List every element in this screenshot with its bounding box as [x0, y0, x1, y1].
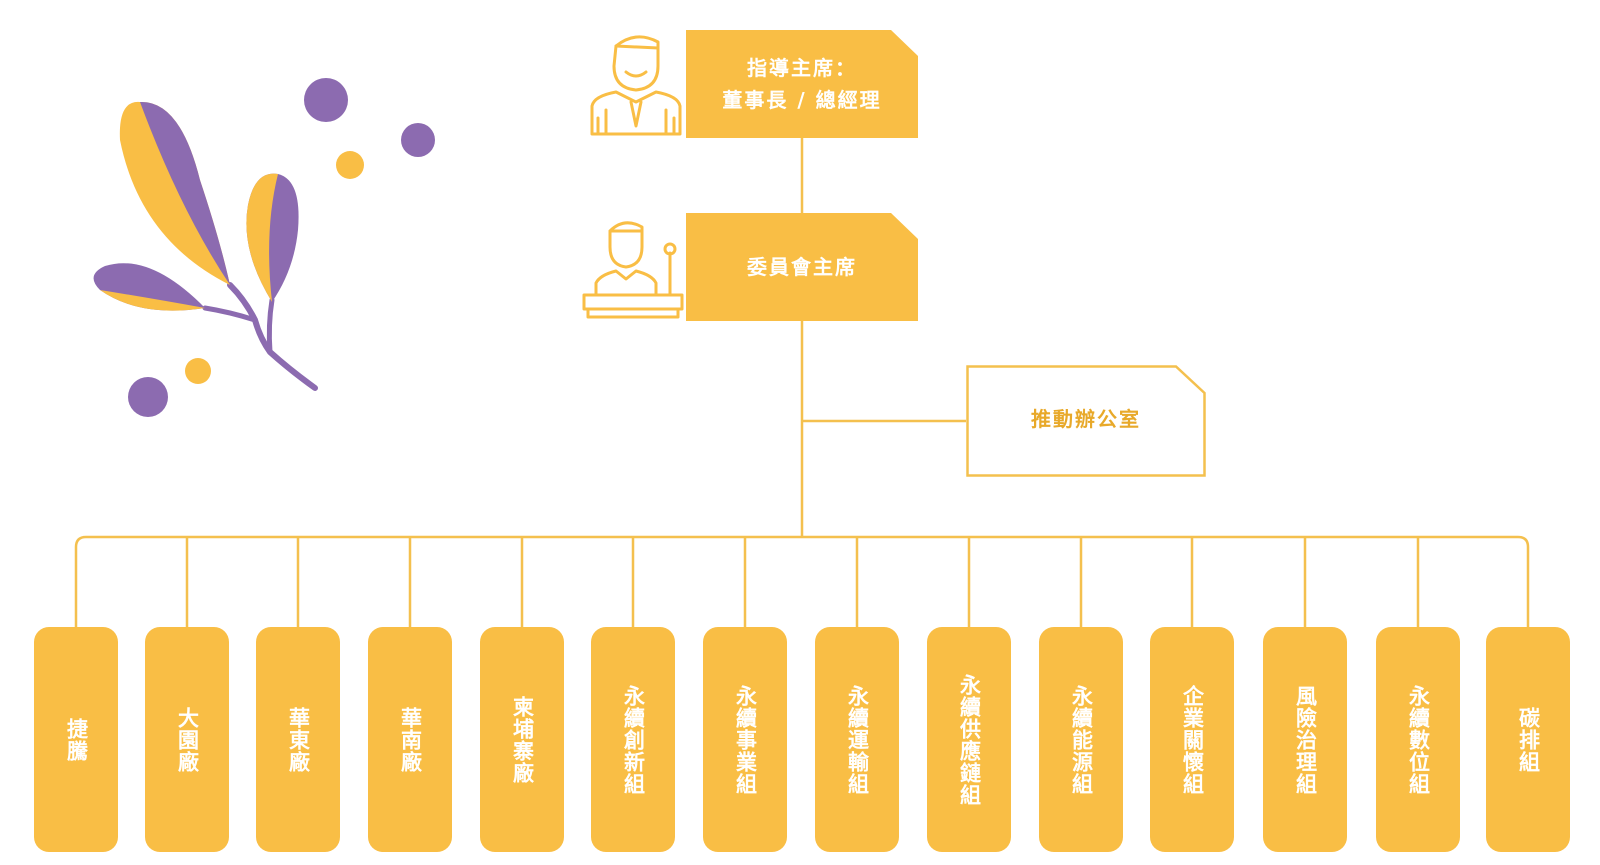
- department-label: 風險治理組: [1293, 684, 1318, 795]
- department-label: 華東廠: [286, 706, 311, 773]
- department-box: 企業關懷組: [1150, 627, 1234, 852]
- department-label: 企業關懷組: [1180, 684, 1205, 795]
- committee-box: 委員會主席: [686, 213, 918, 321]
- department-label: 捷騰: [64, 717, 89, 762]
- department-label: 永續數位組: [1406, 684, 1431, 795]
- department-box: 柬埔寨廠: [480, 627, 564, 852]
- office-label: 推動辦公室: [1031, 407, 1141, 431]
- department-label: 永續創新組: [621, 684, 646, 795]
- office-outline: [966, 365, 1206, 477]
- department-label: 永續運輸組: [845, 684, 870, 795]
- department-box: 風險治理組: [1263, 627, 1347, 852]
- speaker-at-podium-icon: [582, 221, 684, 319]
- department-box: 大園廠: [145, 627, 229, 852]
- businessman-icon: [590, 35, 682, 136]
- department-box: 永續運輸組: [815, 627, 899, 852]
- department-label: 永續事業組: [733, 684, 758, 795]
- department-box: 華南廠: [368, 627, 452, 852]
- executive-box: 指導主席： 董事長 / 總經理: [686, 30, 918, 138]
- department-label: 大園廠: [175, 706, 200, 773]
- department-box: 永續創新組: [591, 627, 675, 852]
- executive-title: 指導主席：: [747, 56, 857, 80]
- department-label: 華南廠: [398, 706, 423, 773]
- executive-subtitle: 董事長 / 總經理: [722, 88, 882, 112]
- department-box: 捷騰: [34, 627, 118, 852]
- dept-bus-line: [74, 535, 1530, 627]
- department-label: 柬埔寨廠: [510, 695, 535, 784]
- office-box: 推動辦公室: [966, 365, 1206, 477]
- department-box: 永續數位組: [1376, 627, 1460, 852]
- department-label: 永續供應鏈組: [957, 673, 982, 806]
- department-box: 永續事業組: [703, 627, 787, 852]
- department-box: 碳排組: [1486, 627, 1570, 852]
- department-label: 永續能源組: [1069, 684, 1094, 795]
- department-box: 永續能源組: [1039, 627, 1123, 852]
- committee-label: 委員會主席: [747, 255, 857, 279]
- department-box: 華東廠: [256, 627, 340, 852]
- department-box: 永續供應鏈組: [927, 627, 1011, 852]
- leaf-branch-icon: [93, 78, 435, 417]
- department-label: 碳排組: [1516, 706, 1541, 773]
